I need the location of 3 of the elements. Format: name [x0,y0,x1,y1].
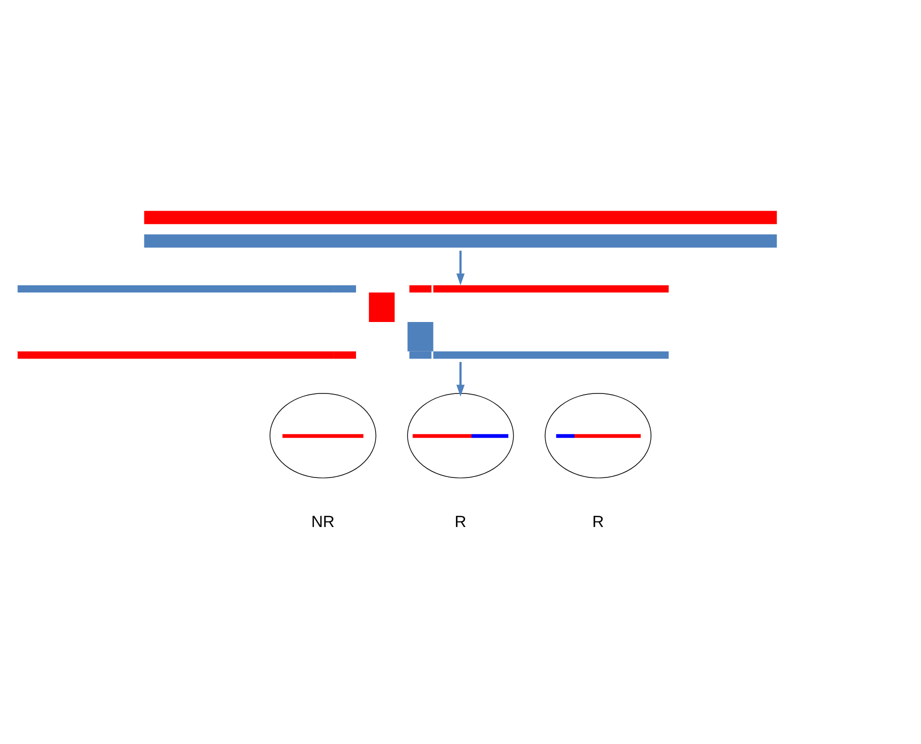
node-label: R [592,512,604,531]
node-label: NR [311,512,335,531]
node-label: R [454,512,466,531]
